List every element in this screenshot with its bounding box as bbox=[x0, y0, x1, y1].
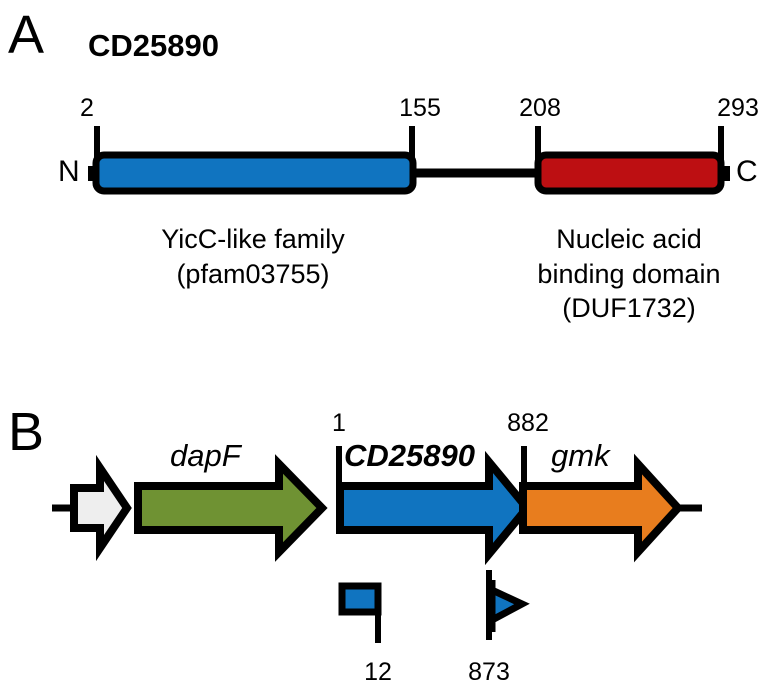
domain2-caption: Nucleic acid binding domain (DUF1732) bbox=[537, 222, 720, 326]
domain1-name: YicC-like family bbox=[161, 224, 345, 254]
fragment-glyph-square-12 bbox=[338, 582, 382, 616]
domain2-name-line2: binding domain bbox=[537, 258, 721, 289]
gene-arrow-dapf bbox=[134, 454, 328, 562]
domain-nucleic-acid-binding bbox=[534, 151, 725, 195]
domain1-caption: YicC-like family (pfam03755) bbox=[161, 222, 345, 291]
coord-label-293: 293 bbox=[717, 94, 759, 122]
fragment-label-12: 12 bbox=[364, 658, 392, 686]
gene-label-dapf: dapF bbox=[170, 438, 241, 473]
fragment-glyph-arrowhead-873 bbox=[488, 580, 530, 632]
panel-a-protein-name: CD25890 bbox=[88, 28, 219, 63]
domain1-accession: (pfam03755) bbox=[176, 258, 330, 289]
coord-label-cds-end: 882 bbox=[507, 409, 549, 437]
panel-b-letter: B bbox=[8, 402, 45, 462]
n-terminus-label: N bbox=[58, 155, 80, 188]
domain2-name-line1: Nucleic acid bbox=[556, 224, 702, 254]
domain2-accession: (DUF1732) bbox=[562, 293, 696, 324]
panel-a-letter: A bbox=[8, 5, 45, 65]
gene-label-cd25890: CD25890 bbox=[344, 438, 475, 473]
domain-yicc-like-family bbox=[92, 151, 417, 195]
coord-label-155: 155 bbox=[399, 94, 441, 122]
c-terminus-label: C bbox=[736, 155, 758, 188]
gene-label-gmk: gmk bbox=[551, 438, 610, 473]
fragment-label-873: 873 bbox=[468, 658, 510, 686]
gene-arrow-gmk bbox=[519, 453, 684, 563]
coord-label-2: 2 bbox=[80, 94, 94, 122]
gene-arrow-upstream-partial bbox=[70, 454, 132, 562]
coord-label-cds-start: 1 bbox=[332, 409, 346, 437]
gene-arrow-cd25890 bbox=[336, 450, 533, 566]
coord-label-208: 208 bbox=[519, 94, 561, 122]
